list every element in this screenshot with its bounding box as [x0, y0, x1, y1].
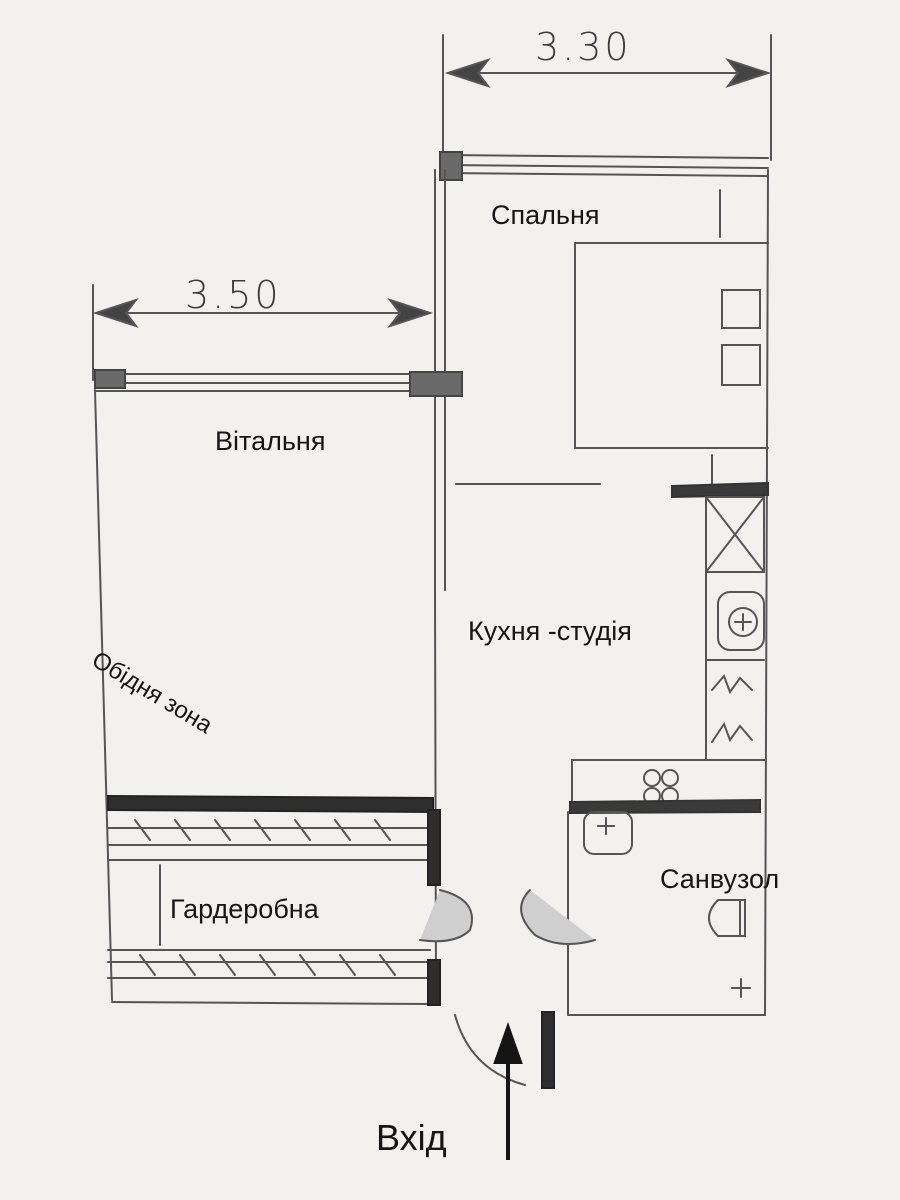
bedroom-partition [455, 454, 769, 499]
left-wall [94, 389, 113, 1001]
entrance-arrow [493, 1021, 523, 1160]
bed [574, 242, 769, 449]
dimension-top-label: 3.30 [535, 25, 632, 69]
entrance-door [454, 1011, 555, 1089]
dimension-left-label: 3.50 [185, 273, 282, 317]
room-label-bathroom: Санвузол [660, 864, 780, 894]
inner-doors [419, 889, 596, 945]
right-wall [764, 169, 769, 1016]
bathroom-fixtures [567, 811, 766, 1016]
room-label-bedroom: Спальня [491, 200, 600, 230]
bedroom-window [439, 151, 769, 181]
living-window [94, 369, 463, 397]
entrance-label: Вхід [376, 1117, 447, 1158]
room-label-wardrobe: Гардеробна [170, 894, 319, 924]
room-label-kitchen: Кухня -студія [468, 616, 632, 646]
kitchen-counter [569, 496, 767, 815]
dimension-top [442, 34, 772, 161]
room-label-living: Вітальня [215, 426, 326, 456]
dimension-left [92, 284, 434, 381]
wardrobe-outline [107, 794, 441, 1006]
